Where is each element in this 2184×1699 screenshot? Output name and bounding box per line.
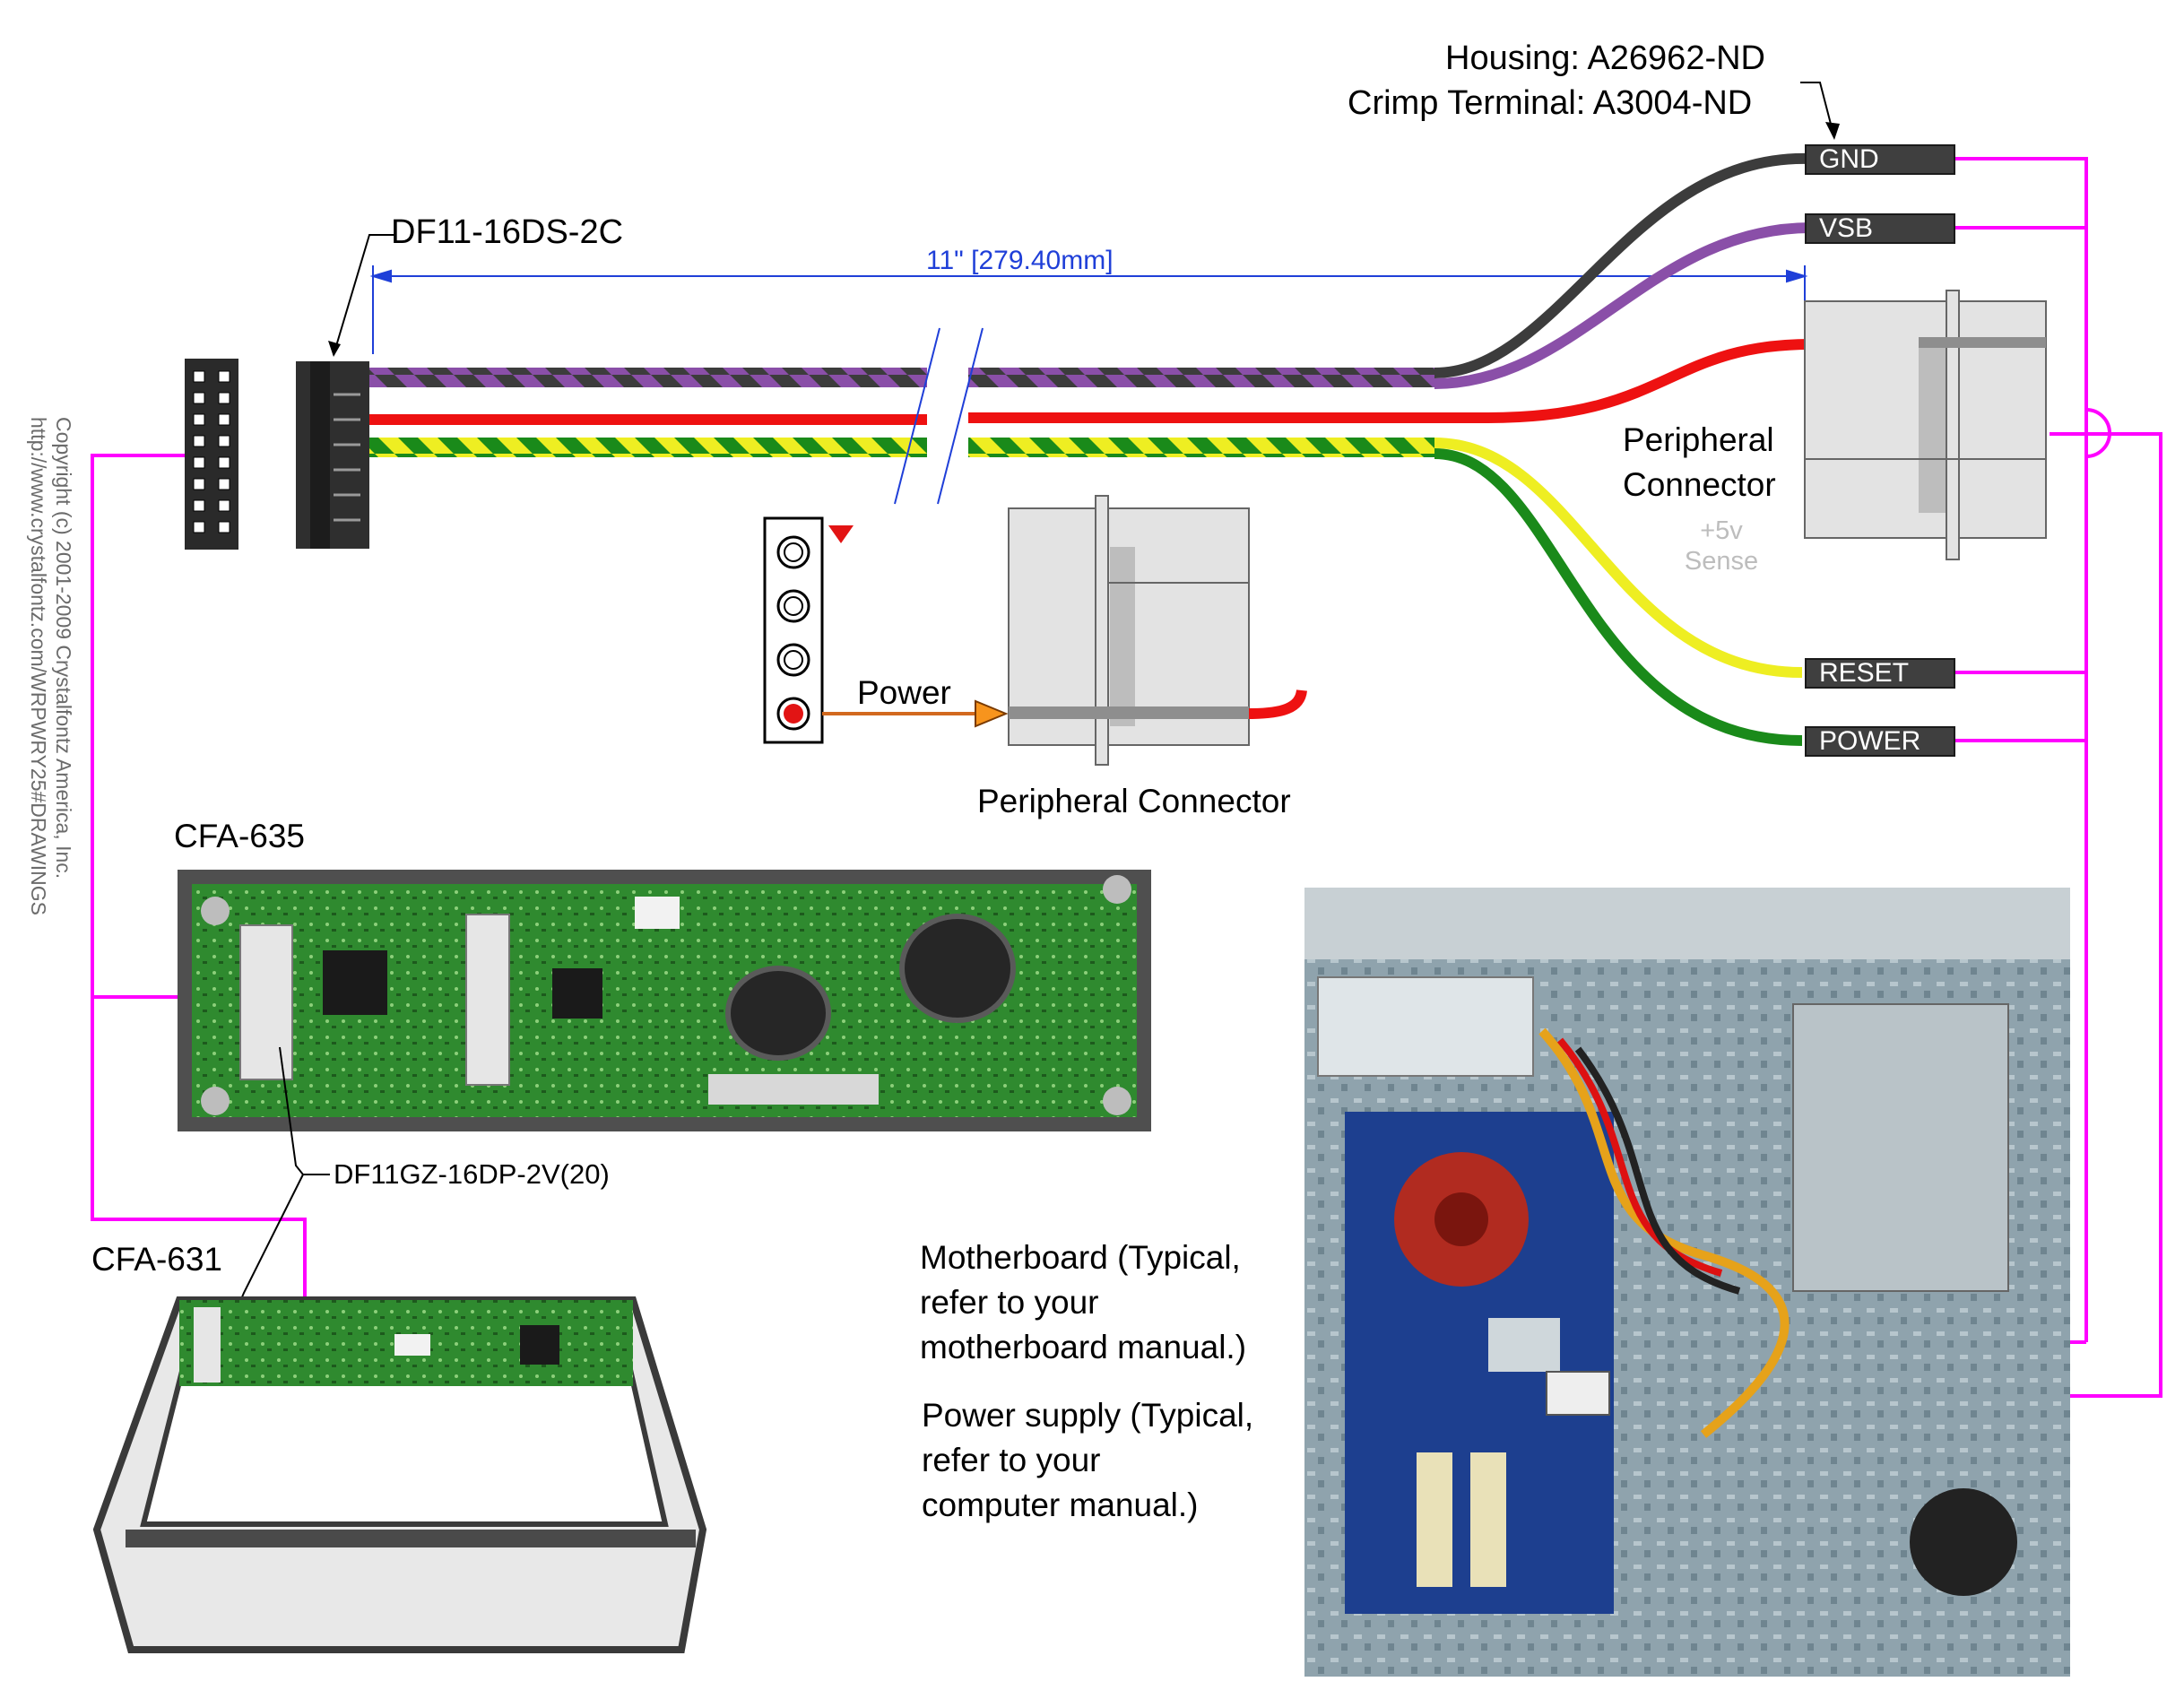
power-arrow (822, 699, 1009, 728)
crimp-terminal-label: Crimp Terminal: A3004-ND (1348, 84, 1753, 122)
df11-leader (333, 234, 394, 356)
cfa635-board (178, 870, 1151, 1131)
pin-gnd-label: GND (1819, 144, 1879, 174)
motherboard-line1: Motherboard (Typical, (920, 1239, 1241, 1276)
peripheral-right-line2: Connector (1623, 466, 1776, 503)
df11gz-leader (279, 1046, 330, 1175)
motherboard-line3: motherboard manual.) (920, 1329, 1247, 1365)
sense-line2: Sense (1684, 547, 1759, 576)
df11-housing (296, 361, 369, 549)
copyright-notice: Copyright (c) 2001-2009 Crystalfontz Ame… (26, 417, 75, 915)
pin-reset-label: RESET (1819, 658, 1910, 688)
power-connector-icon (763, 516, 854, 744)
peripheral-connector-lower (1008, 495, 1307, 766)
cfa631-board (92, 1296, 707, 1653)
pc-photo (1304, 888, 2070, 1677)
pin-power: POWER (1805, 726, 1955, 757)
wire-bundle (369, 152, 1812, 746)
power-label: Power (857, 674, 951, 711)
psu-line1: Power supply (Typical, (922, 1397, 1254, 1434)
df11-16ds-label: DF11-16DS-2C (391, 213, 624, 251)
psu-line3: computer manual.) (922, 1487, 1199, 1523)
df11gz-label: DF11GZ-16DP-2V(20) (334, 1158, 610, 1190)
pin-power-label: POWER (1819, 726, 1921, 756)
peripheral-connector-right (1804, 290, 2047, 560)
pin-gnd: GND (1805, 144, 1955, 175)
peripheral-right-line1: Peripheral (1623, 421, 1774, 458)
pin-vsb: VSB (1805, 213, 1955, 244)
copyright-line2: http://www.crystalfontz.com/WRPWRY25#DRA… (27, 417, 51, 915)
copyright-line1: Copyright (c) 2001-2009 Crystalfontz Ame… (52, 417, 75, 880)
motherboard-line2: refer to your (920, 1284, 1099, 1321)
housing-label: Housing: A26962-ND (1445, 39, 1765, 77)
pin-vsb-label: VSB (1819, 213, 1874, 243)
sense-line1: +5v (1700, 516, 1743, 545)
dimension-line (369, 265, 1808, 354)
peripheral-bottom-label: Peripheral Connector (977, 783, 1291, 819)
df11-leader-arrow (328, 341, 341, 357)
cfa635-label: CFA-635 (174, 818, 306, 854)
dimension-label: 11" [279.40mm] (926, 246, 1114, 275)
pin-reset: RESET (1805, 658, 1955, 689)
pin-header (185, 359, 238, 550)
psu-line2: refer to your (922, 1442, 1101, 1478)
cfa631-label: CFA-631 (91, 1241, 223, 1278)
